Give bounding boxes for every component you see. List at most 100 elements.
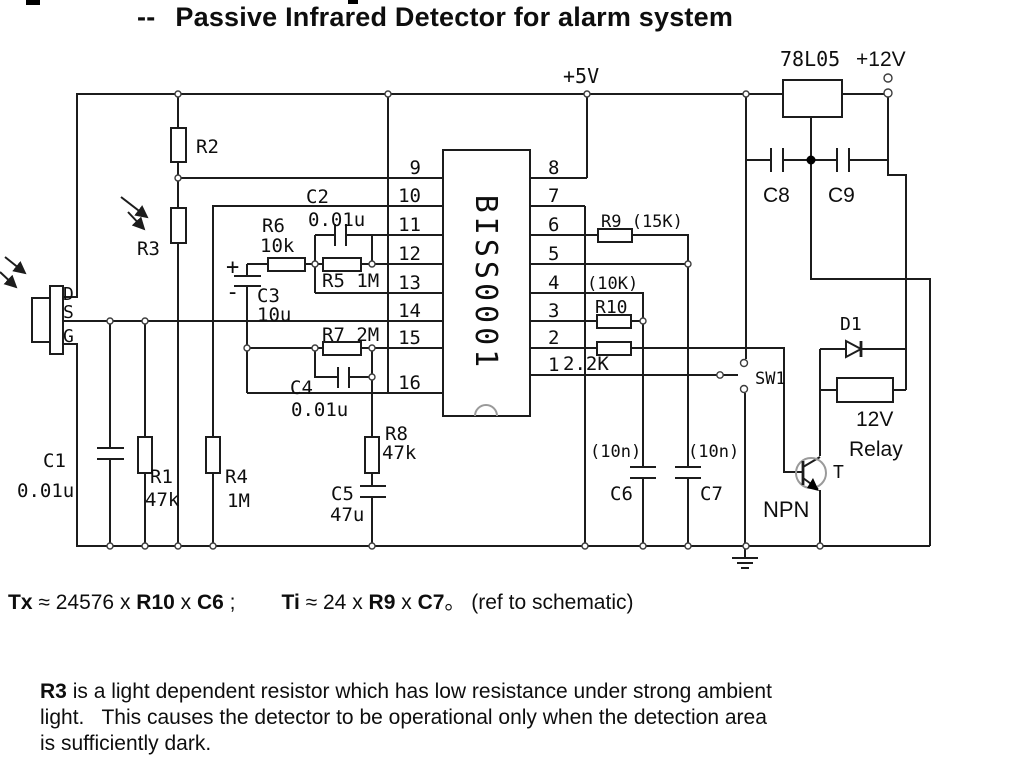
resistor-r8-body — [364, 436, 380, 474]
label-c2: C2 — [306, 186, 329, 208]
pin-number-16: 16 — [398, 372, 421, 394]
ir-arrow-sensor-1 — [4, 256, 27, 275]
label-c9: C9 — [828, 184, 855, 207]
title-prefix: -- — [137, 2, 156, 32]
junction — [684, 260, 692, 268]
ir-arrow-r3-2 — [127, 211, 146, 231]
junction — [243, 344, 251, 352]
sw1-throw-lower[interactable] — [739, 384, 749, 394]
junction — [384, 90, 392, 98]
regulator-78l05-body — [782, 79, 843, 118]
title-text: Passive Infrared Detector for alarm syst… — [175, 2, 734, 32]
wire-gnd-rail — [62, 343, 930, 547]
page-title: -- Passive Infrared Detector for alarm sy… — [137, 2, 733, 33]
resistor-r5-body — [322, 257, 362, 272]
label-r6-value: 10k — [260, 235, 295, 257]
junction — [174, 174, 182, 182]
sw1-throw-upper[interactable] — [739, 358, 749, 368]
label-sensor-s: S — [63, 302, 74, 323]
components — [0, 79, 894, 491]
wire-r9-c7 — [530, 234, 701, 546]
pin-number-5: 5 — [548, 243, 559, 265]
label-r1: R1 — [150, 466, 173, 488]
junction — [639, 317, 647, 325]
plus12v-terminal — [883, 73, 893, 83]
wire-pin10-r4 — [212, 205, 443, 546]
label-2k2: 2.2K — [563, 353, 609, 375]
junction — [639, 542, 647, 550]
junction — [684, 542, 692, 550]
pin-number-11: 11 — [398, 214, 421, 236]
pin-number-9: 9 — [410, 157, 421, 179]
junction — [141, 542, 149, 550]
resistor-2k2-body — [596, 341, 632, 356]
wire-regulator-gnd — [810, 117, 931, 546]
junction — [106, 317, 114, 325]
pin-number-7: 7 — [548, 185, 559, 207]
label-plus12v: +12V — [856, 48, 906, 71]
formula-r10: R10 — [136, 591, 175, 614]
pin-number-6: 6 — [548, 214, 559, 236]
wire-ground-symbol — [732, 546, 758, 569]
junction — [368, 542, 376, 550]
wire-pin2-base — [530, 347, 803, 473]
label-c6-value: (10n) — [590, 442, 641, 462]
note-bold-r3: R3 — [40, 680, 67, 703]
ir-arrow-r3-1 — [120, 196, 149, 219]
wire-vdd-rail — [62, 93, 783, 298]
pin-number-2: 2 — [548, 327, 559, 349]
sw1-pole[interactable] — [716, 371, 724, 379]
label-r10-value: (10K) — [587, 274, 638, 294]
pin-number-14: 14 — [398, 300, 421, 322]
label-r2: R2 — [196, 136, 219, 158]
pin-number-3: 3 — [548, 300, 559, 322]
label-r8-value: 47k — [382, 442, 417, 464]
resistor-r4-body — [205, 436, 221, 474]
resistor-r9-body — [597, 228, 633, 243]
clipped-text-artifact — [26, 0, 358, 5]
label-c3-minus: - — [226, 280, 239, 305]
relay-body — [836, 377, 894, 403]
resistor-r6-body — [267, 257, 306, 272]
formula-c7: C7 — [417, 591, 445, 614]
label-c7: C7 — [700, 483, 723, 505]
resistor-r2-body — [170, 127, 187, 163]
junction — [816, 542, 824, 550]
pin-number-12: 12 — [398, 243, 421, 265]
formula-r9: R9 — [368, 591, 396, 614]
junction — [583, 90, 591, 98]
wire-sw1 — [744, 94, 747, 546]
junction — [174, 90, 182, 98]
label-c3-plus: + — [226, 255, 239, 280]
label-relay: Relay — [849, 438, 903, 461]
wires — [62, 93, 931, 569]
label-c1: C1 — [43, 450, 66, 472]
pir-sensor-window — [49, 285, 64, 355]
label-sw1: SW1 — [755, 369, 786, 389]
pin-number-13: 13 — [398, 272, 421, 294]
timing-formula: Tx ≈ 24576 x R10 x C6 ;Ti ≈ 24 x R9 x C7… — [8, 591, 634, 614]
ir-arrow-sensor-2 — [0, 271, 18, 289]
junction — [209, 542, 217, 550]
label-r1-value: 47k — [145, 489, 180, 511]
label-npn: NPN — [763, 497, 809, 522]
label-r4: R4 — [225, 466, 248, 488]
label-plus5v: +5V — [563, 64, 599, 88]
label-c3: C3 — [257, 285, 280, 307]
wire-c2-pin11 — [315, 224, 443, 246]
resistor-r1-body — [137, 436, 153, 474]
junction — [368, 373, 376, 381]
pin-number-8: 8 — [548, 157, 559, 179]
pir-sensor-body — [31, 297, 51, 343]
label-c6: C6 — [610, 483, 633, 505]
label-c3-value: 10u — [257, 304, 291, 326]
label-78l05: 78L05 — [780, 47, 840, 71]
transistor-emitter-arrow — [807, 478, 819, 491]
label-r4-value: 1M — [227, 490, 250, 512]
c8-c9-junction-dot — [806, 155, 816, 165]
label-c7-value: (10n) — [688, 442, 739, 462]
wire-c3 — [234, 264, 261, 348]
label-c4: C4 — [290, 377, 313, 399]
wire-c1 — [97, 321, 124, 546]
junction — [368, 260, 376, 268]
